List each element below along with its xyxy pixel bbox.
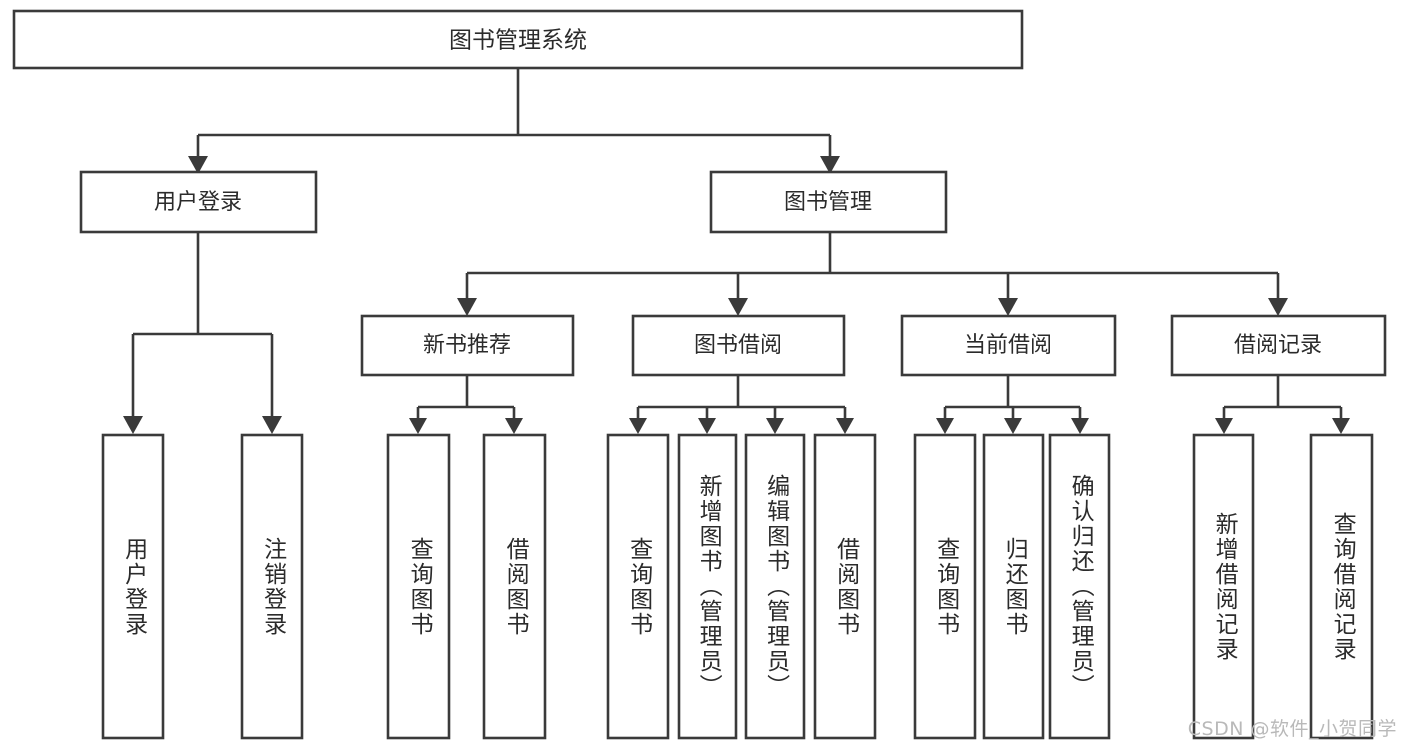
- arrowhead-bb-edit: [766, 418, 784, 434]
- node-book-borrow[interactable]: [631, 314, 846, 377]
- node-leaf-add-book-admin[interactable]: [677, 433, 738, 740]
- node-leaf-add-borrow-record[interactable]: [1192, 433, 1255, 740]
- arrowhead-newbook-query: [409, 418, 427, 434]
- node-leaf-query-borrow-record[interactable]: [1309, 433, 1374, 740]
- arrowhead-new-book-rec: [457, 298, 477, 316]
- arrowhead-book-borrow: [728, 298, 748, 316]
- arrowhead-leaf-user-login: [123, 416, 143, 434]
- node-leaf-query-book-2[interactable]: [606, 433, 670, 740]
- node-leaf-borrow-book-1[interactable]: [482, 433, 547, 740]
- node-label-book-management: 图书管理: [784, 190, 872, 215]
- node-label-root: 图书管理系统: [449, 28, 587, 54]
- arrowhead-rec-query: [1332, 418, 1350, 434]
- arrowhead-bb-borrow: [836, 418, 854, 434]
- node-leaf-user-login[interactable]: [101, 433, 165, 740]
- node-borrow-record[interactable]: [1170, 314, 1387, 377]
- node-label-new-book-recommend: 新书推荐: [423, 333, 511, 358]
- node-new-book-recommend[interactable]: [360, 314, 575, 377]
- node-book-management-system[interactable]: [12, 9, 1024, 70]
- arrowhead-borrow-record: [1268, 298, 1288, 316]
- node-leaf-logout[interactable]: [240, 433, 304, 740]
- node-leaf-edit-book-admin[interactable]: [744, 433, 806, 740]
- arrowhead-bb-query: [629, 418, 647, 434]
- arrowhead-bb-add: [698, 418, 716, 434]
- node-label-borrow-record: 借阅记录: [1234, 333, 1322, 358]
- arrowhead-current-borrow: [998, 298, 1018, 316]
- arrowhead-leaf-logout: [262, 416, 282, 434]
- node-leaf-borrow-book-2[interactable]: [813, 433, 877, 740]
- node-current-borrow[interactable]: [900, 314, 1117, 377]
- csdn-watermark: CSDN @软件_小贺同学: [1187, 718, 1397, 740]
- arrowhead-cur-confirm: [1071, 418, 1089, 434]
- node-book-management[interactable]: [709, 170, 948, 234]
- node-label-current-borrow: 当前借阅: [964, 333, 1052, 358]
- node-leaf-return-book[interactable]: [982, 433, 1045, 740]
- arrowhead-book-manage: [820, 156, 840, 174]
- node-leaf-query-book-3[interactable]: [913, 433, 977, 740]
- node-user-login[interactable]: [79, 170, 318, 234]
- arrowhead-user-login: [188, 156, 208, 174]
- arrowhead-rec-add: [1215, 418, 1233, 434]
- arrowhead-cur-return: [1004, 418, 1022, 434]
- arrowhead-cur-query: [936, 418, 954, 434]
- node-label-book-borrow: 图书借阅: [694, 333, 782, 358]
- node-leaf-confirm-return-admin[interactable]: [1048, 433, 1111, 740]
- node-label-user-login: 用户登录: [154, 190, 242, 215]
- node-leaf-query-book-1[interactable]: [386, 433, 451, 740]
- arrowhead-newbook-borrow: [505, 418, 523, 434]
